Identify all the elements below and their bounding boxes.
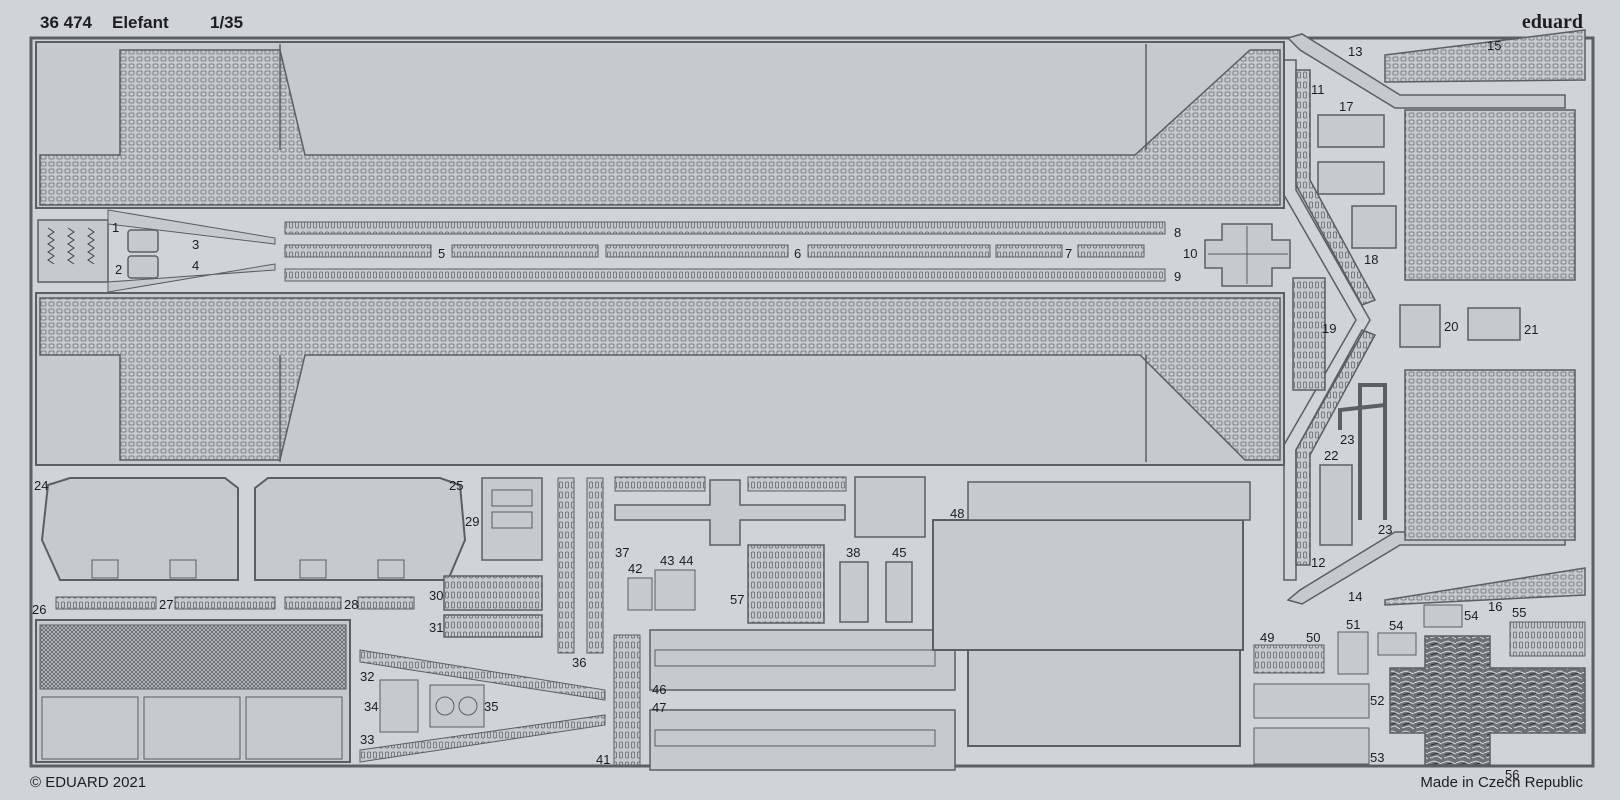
part-number: 10 <box>1183 246 1197 261</box>
parts-49-55 <box>1253 604 1586 765</box>
parts-24-25 <box>40 477 467 581</box>
part-number: 26 <box>32 602 46 617</box>
part-number: 5 <box>438 246 445 261</box>
part-number: 17 <box>1339 99 1353 114</box>
strips-5-9 <box>284 221 1166 282</box>
part-number: 27 <box>159 597 173 612</box>
fender-plate-upper <box>35 41 1285 209</box>
part-number: 41 <box>596 752 610 767</box>
part-number: 4 <box>192 258 199 273</box>
part-number: 2 <box>115 262 122 277</box>
part-number: 49 <box>1260 630 1274 645</box>
part-number: 1 <box>112 220 119 235</box>
part-number: 31 <box>429 620 443 635</box>
part-number: 48 <box>950 506 964 521</box>
part-number: 51 <box>1346 617 1360 632</box>
part-number: 15 <box>1487 38 1501 53</box>
part-number: 37 <box>615 545 629 560</box>
part-number: 13 <box>1348 44 1362 59</box>
part-number: 46 <box>652 682 666 697</box>
part-number-labels: 1 2 3 4 5 6 7 8 9 10 11 12 13 14 15 16 1… <box>32 38 1538 782</box>
part-number: 42 <box>628 561 642 576</box>
part-number: 56 <box>1505 767 1519 782</box>
part-48 <box>932 481 1251 747</box>
part-number: 55 <box>1512 605 1526 620</box>
part-number: 52 <box>1370 693 1384 708</box>
parts-17-23 <box>1292 114 1521 546</box>
part-number: 53 <box>1370 750 1384 765</box>
part-number: 45 <box>892 545 906 560</box>
part-number: 3 <box>192 237 199 252</box>
strips-27-28 <box>55 596 415 610</box>
part-number: 50 <box>1306 630 1320 645</box>
part-number: 23 <box>1340 432 1354 447</box>
part-number: 7 <box>1065 246 1072 261</box>
part-number: 35 <box>484 699 498 714</box>
part-number: 9 <box>1174 269 1181 284</box>
parts-1-4 <box>37 209 276 293</box>
part-number: 6 <box>794 246 801 261</box>
kit-scale: 1/35 <box>210 13 243 32</box>
part-number: 12 <box>1311 555 1325 570</box>
brand-logo: eduard <box>1522 11 1583 33</box>
side-skirts-11-14 <box>1283 33 1566 605</box>
part-number: 32 <box>360 669 374 684</box>
part-number: 8 <box>1174 225 1181 240</box>
part-number: 29 <box>465 514 479 529</box>
set-number: 36 474 <box>40 13 93 32</box>
part-number: 11 <box>1311 82 1325 97</box>
part-number: 30 <box>429 588 443 603</box>
copyright-text: © EDUARD 2021 <box>30 774 146 791</box>
part-number: 22 <box>1324 448 1338 463</box>
part-number: 19 <box>1322 321 1336 336</box>
part-10 <box>1204 223 1291 287</box>
part-number: 47 <box>652 700 666 715</box>
part-number: 44 <box>679 553 693 568</box>
part-number: 54 <box>1464 608 1478 623</box>
part-number: 34 <box>364 699 378 714</box>
part-number: 57 <box>730 592 744 607</box>
part-number: 33 <box>360 732 374 747</box>
right-tread-plates <box>1384 29 1586 606</box>
part-number: 23 <box>1378 522 1392 537</box>
part-26 <box>35 619 351 763</box>
kit-name: Elefant <box>112 13 169 32</box>
part-number: 24 <box>34 478 48 493</box>
part-number: 54 <box>1389 618 1403 633</box>
part-number: 16 <box>1488 599 1502 614</box>
part-number: 43 <box>660 553 674 568</box>
parts-37-45-57 <box>614 476 926 624</box>
part-number: 25 <box>449 478 463 493</box>
origin-text: Made in Czech Republic <box>1420 774 1583 791</box>
strips-36-41 <box>557 477 641 766</box>
parts-29-35 <box>359 477 606 763</box>
part-56 <box>1389 635 1586 766</box>
part-number: 36 <box>572 655 586 670</box>
part-number: 28 <box>344 597 358 612</box>
part-number: 18 <box>1364 252 1378 267</box>
parts-46-47 <box>649 629 956 771</box>
part-number: 14 <box>1348 589 1362 604</box>
part-number: 21 <box>1524 322 1538 337</box>
part-number: 20 <box>1444 319 1458 334</box>
part-number: 38 <box>846 545 860 560</box>
fender-plate-lower <box>35 292 1285 466</box>
